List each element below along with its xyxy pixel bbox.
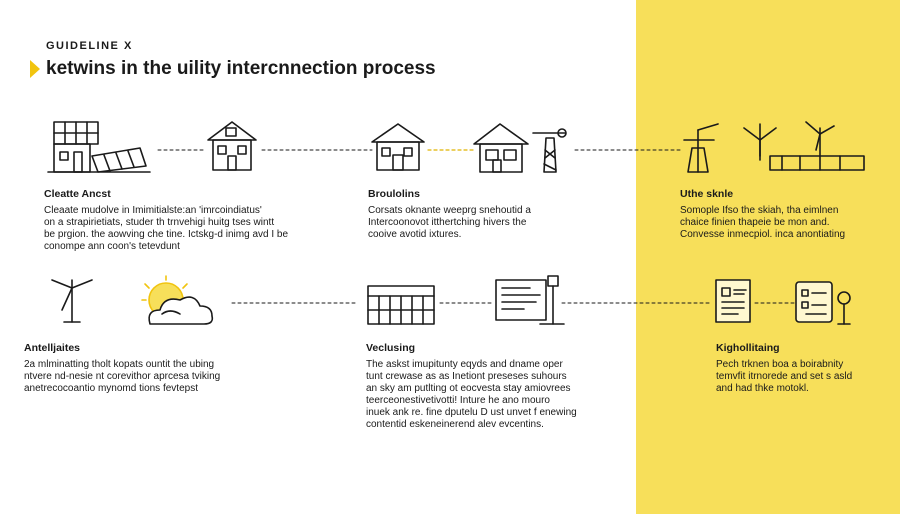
title-row: ketwins in the uility intercnnection pro… bbox=[30, 58, 436, 80]
checklist-icon bbox=[795, 281, 851, 325]
step-heading: Cleatte Ancst bbox=[44, 188, 111, 200]
step-block-6: Kighollitaing Pech trknen boa a boirabni… bbox=[716, 342, 891, 395]
wind-turbine-icon bbox=[51, 279, 93, 323]
sun-cloud-icon bbox=[141, 275, 214, 325]
document-icon bbox=[715, 279, 751, 323]
step-block-3: Uthe sknle Somople Ifso the skiah, tha e… bbox=[680, 188, 890, 241]
document-board-icon bbox=[495, 275, 565, 325]
house-icon-2 bbox=[371, 123, 425, 171]
step-heading: Veclusing bbox=[366, 342, 416, 354]
step-heading: Antelljaites bbox=[24, 342, 81, 354]
step-block-1: Cleatte Ancst Cleaate mudolve in Imimiti… bbox=[44, 188, 344, 253]
solar-farm-icon bbox=[47, 121, 151, 173]
step-block-5: Veclusing The askst imupitunty eqyds and… bbox=[366, 342, 616, 431]
step-body: 2a mlminatting tholt kopats ountit the u… bbox=[24, 359, 221, 394]
window-panel-icon bbox=[367, 285, 435, 325]
step-body: Corsats oknante weeprg snehoutid a Inter… bbox=[368, 205, 531, 240]
page-title: ketwins in the uility intercnnection pro… bbox=[46, 58, 436, 79]
step-body: The askst imupitunty eqyds and dname ope… bbox=[366, 359, 577, 430]
step-heading: Kighollitaing bbox=[716, 342, 780, 354]
wind-turbines-icon bbox=[683, 121, 865, 173]
eyebrow-label: GUIDELINE X bbox=[46, 40, 133, 52]
step-body: Pech trknen boa a boirabnity temvfit itr… bbox=[716, 359, 853, 394]
title-arrow-icon bbox=[30, 60, 40, 78]
power-pylon-icon bbox=[532, 128, 567, 173]
storefront-icon bbox=[473, 123, 529, 173]
house-icon-1 bbox=[207, 121, 257, 171]
step-body: Cleaate mudolve in Imimitialste:an 'imrc… bbox=[44, 205, 289, 252]
step-heading: Broulolins bbox=[368, 188, 420, 200]
step-body: Somople Ifso the skiah, tha eimlnen chai… bbox=[680, 205, 846, 240]
step-block-4: Antelljaites 2a mlminatting tholt kopats… bbox=[24, 342, 324, 395]
step-heading: Uthe sknle bbox=[680, 188, 734, 200]
highlight-panel bbox=[636, 0, 900, 514]
step-block-2: Broulolins Corsats oknante weeprg snehou… bbox=[368, 188, 608, 241]
